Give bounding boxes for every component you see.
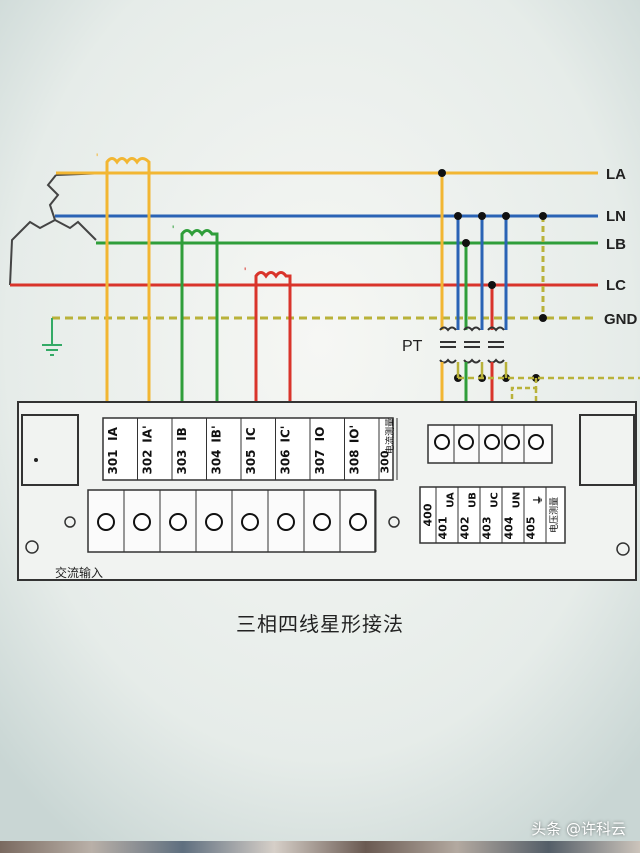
current-group-title: 电流测量 xyxy=(384,418,396,454)
voltage-terminal-number: 403 xyxy=(481,517,494,540)
voltage-terminal-screw[interactable] xyxy=(484,434,500,450)
voltage-terminal-screw[interactable] xyxy=(504,434,520,450)
label-ln: LN xyxy=(606,208,626,225)
current-terminal-number: 306 xyxy=(279,449,293,474)
current-terminal-number: 305 xyxy=(244,449,258,474)
current-terminal-label: IA' xyxy=(141,425,155,442)
ct-phase-c: ' xyxy=(244,265,292,285)
voltage-terminal-label: ⏚ xyxy=(533,495,545,505)
voltage-terminal-number: 401 xyxy=(437,517,450,540)
ground-symbol xyxy=(42,318,62,356)
current-terminal-screw[interactable] xyxy=(97,513,115,531)
watermark: 头条 @许科云 xyxy=(531,820,626,838)
current-terminal-label: IC xyxy=(244,427,258,440)
panel-screw-tl xyxy=(34,458,38,462)
current-terminal-number: 307 xyxy=(313,449,327,474)
current-terminal-screw[interactable] xyxy=(169,513,187,531)
current-terminal-label: IO xyxy=(313,427,327,442)
panel-screw-cm xyxy=(388,516,400,528)
voltage-terminal-number: 404 xyxy=(503,516,516,539)
current-group-number: 300 xyxy=(379,450,392,473)
voltage-terminal-label: UB xyxy=(468,492,479,508)
current-terminal-screw[interactable] xyxy=(313,513,331,531)
current-terminal-label: IB xyxy=(175,427,189,441)
voltage-terminal-screw[interactable] xyxy=(458,434,474,450)
current-terminal-label: IO' xyxy=(348,425,362,443)
ct-phase-b: ' xyxy=(172,223,219,243)
svg-text:': ' xyxy=(96,151,98,165)
label-gnd: GND xyxy=(604,311,638,328)
pt-label: PT xyxy=(402,338,423,355)
voltage-group-number: 400 xyxy=(422,503,435,526)
panel-label: 交流输入 xyxy=(55,565,103,580)
voltage-group-title: 电压测量 xyxy=(548,497,560,533)
voltage-terminal-number: 405 xyxy=(525,517,538,540)
current-terminal-label: IB' xyxy=(210,425,224,442)
current-terminal-screw[interactable] xyxy=(277,513,295,531)
pt-transformers xyxy=(439,326,505,364)
current-terminal-block: 301 IA 302 IA' 303 IB 304 IB' 305 IC 306 IC' 307 IO 30… xyxy=(87,417,398,553)
current-terminal-screw[interactable] xyxy=(205,513,223,531)
current-terminal-screw[interactable] xyxy=(241,513,259,531)
current-terminal-number: 304 xyxy=(210,449,224,474)
current-terminal-screw[interactable] xyxy=(349,513,367,531)
svg-text:': ' xyxy=(172,223,174,237)
label-lc: LC xyxy=(606,277,626,294)
panel-screw-br xyxy=(616,542,630,556)
diagram-caption: 三相四线星形接法 xyxy=(236,612,404,636)
voltage-terminal-number: 402 xyxy=(459,517,472,540)
voltage-terminal-label: UN xyxy=(512,492,523,509)
current-terminal-number: 308 xyxy=(348,449,362,474)
voltage-terminal-label: UC xyxy=(490,492,501,507)
ct-phase-a: ' xyxy=(96,151,151,173)
voltage-terminal-screw[interactable] xyxy=(434,434,450,450)
label-lb: LB xyxy=(606,236,626,253)
bottom-strip xyxy=(0,841,640,853)
current-terminal-label: IC' xyxy=(279,426,293,443)
voltage-terminal-label: UA xyxy=(446,492,457,508)
panel-screw-bl xyxy=(25,540,39,554)
voltage-terminal-screw[interactable] xyxy=(528,434,544,450)
current-terminal-screw[interactable] xyxy=(133,513,151,531)
current-terminal-number: 302 xyxy=(141,449,155,474)
current-terminal-number: 303 xyxy=(175,449,189,474)
voltage-label-strip xyxy=(419,486,566,544)
current-terminal-label: IA xyxy=(106,426,120,440)
panel-screw-cl xyxy=(64,516,76,528)
svg-text:': ' xyxy=(244,265,246,279)
current-terminal-number: 301 xyxy=(106,449,120,474)
label-la: LA xyxy=(606,166,626,183)
